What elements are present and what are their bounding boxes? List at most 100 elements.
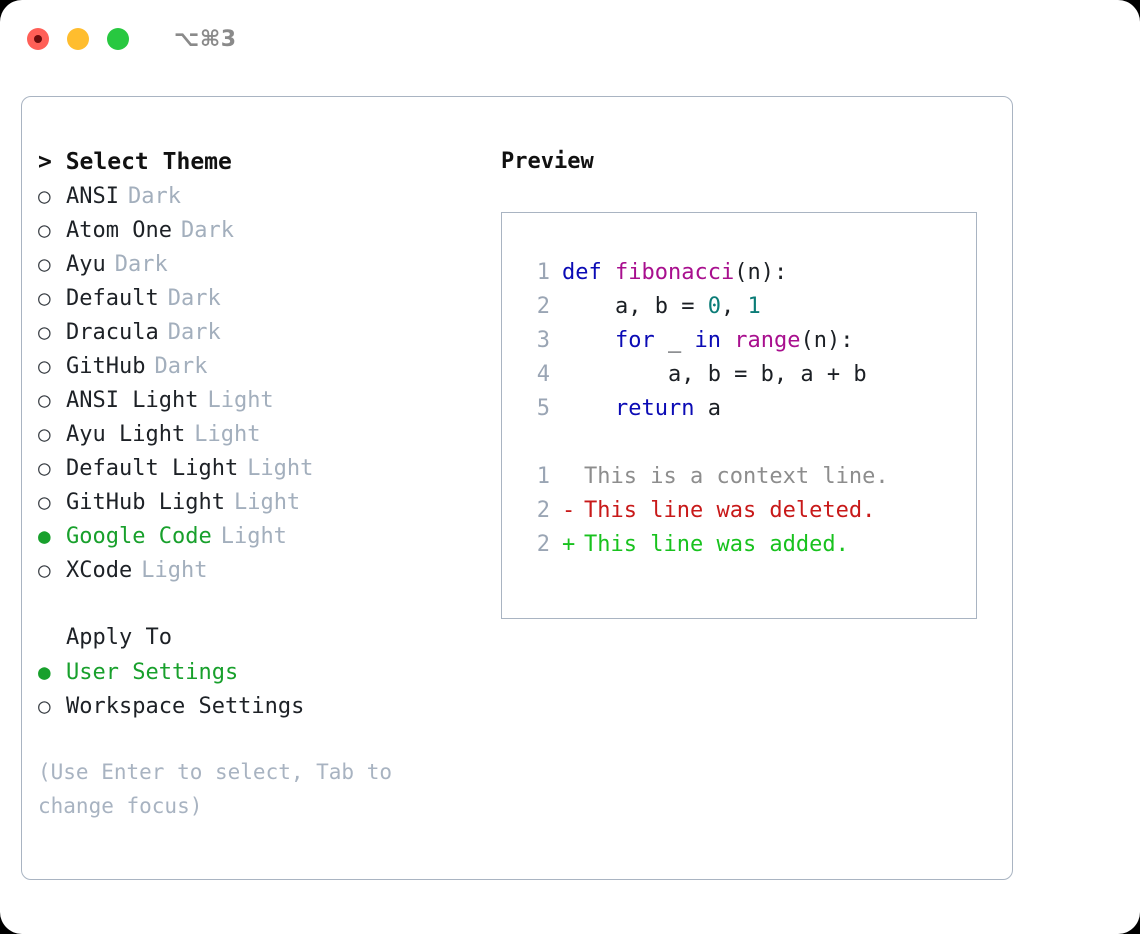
code-token-id: a, b =: [562, 294, 708, 319]
radio-unselected-icon: ○: [38, 218, 51, 242]
code-line-text: return a: [562, 392, 721, 426]
radio-unselected-icon: ○: [38, 286, 51, 310]
code-token-num: 0: [707, 294, 721, 319]
apply-to-label: Apply To: [66, 625, 172, 650]
code-token-pn: (n):: [734, 260, 788, 285]
theme-option-default[interactable]: ○ Default Dark: [38, 281, 468, 315]
diff-line-number: 1: [536, 464, 550, 489]
theme-option-atom-one[interactable]: ○ Atom One Dark: [38, 213, 468, 247]
theme-option-variant-tag: Light: [207, 388, 274, 413]
radio-unselected-icon: ○: [38, 354, 51, 378]
radio-unselected-icon: ○: [38, 184, 51, 208]
code-line-number: 3: [536, 328, 550, 353]
radio-unselected-icon: ○: [38, 252, 51, 276]
theme-option-label: ANSI Light: [66, 388, 199, 413]
code-token-kw: def: [562, 260, 615, 285]
radio-unselected-icon: ○: [38, 320, 51, 344]
list-spacer: [38, 587, 468, 621]
code-token-fn: range: [734, 328, 801, 353]
theme-option-label: Default Light: [66, 456, 239, 481]
radio-unselected-icon: ○: [38, 388, 51, 412]
theme-option-variant-tag: Dark: [167, 320, 221, 345]
theme-option-variant-tag: Light: [233, 490, 301, 515]
diff-line-text: This line was deleted.: [584, 498, 876, 523]
code-line: 3 for _ in range(n):: [520, 324, 970, 358]
close-button-icon[interactable]: [27, 28, 49, 50]
radio-unselected-icon: ○: [38, 558, 51, 582]
code-line: 2 a, b = 0, 1: [520, 290, 970, 324]
theme-option-variant-tag: Dark: [167, 286, 221, 311]
code-token-kw: for: [562, 328, 668, 353]
keyboard-hint-text: (Use Enter to select, Tab to change focu…: [38, 760, 393, 818]
title-bar: ⌥⌘3: [0, 0, 1140, 78]
theme-option-variant-tag: Light: [220, 524, 287, 549]
code-line-text: a, b = b, a + b: [562, 358, 867, 392]
radio-selected-icon: ●: [38, 660, 51, 684]
theme-option-dracula[interactable]: ○ Dracula Dark: [38, 315, 468, 349]
radio-unselected-icon: ○: [38, 490, 51, 514]
theme-option-label: GitHub: [66, 354, 146, 379]
radio-unselected-icon: ○: [38, 456, 51, 480]
code-token-num: 1: [747, 294, 761, 319]
diff-line-ctx: 1 This is a context line.: [520, 460, 970, 494]
code-token-fn: fibonacci: [614, 260, 735, 285]
theme-option-variant-tag: Light: [247, 456, 314, 481]
apply-to-option-label: Workspace Settings: [66, 694, 305, 719]
theme-option-github[interactable]: ○ GitHub Dark: [38, 349, 468, 383]
theme-option-label: Default: [66, 286, 159, 311]
code-line-number: 1: [536, 260, 550, 285]
theme-option-github-light[interactable]: ○ GitHub Light Light: [38, 485, 468, 519]
diff-line-text: This is a context line.: [584, 464, 889, 489]
code-token-pn: (n):: [800, 328, 854, 353]
minimize-button-icon[interactable]: [67, 28, 89, 50]
apply-to-option-label: User Settings: [66, 660, 239, 685]
theme-option-ansi-light[interactable]: ○ ANSI Light Light: [38, 383, 468, 417]
theme-option-default-light[interactable]: ○ Default Light Light: [38, 451, 468, 485]
code-line-text: for _ in range(n):: [562, 324, 853, 358]
code-line-text: a, b = 0, 1: [562, 290, 761, 324]
maximize-button-icon[interactable]: [107, 28, 129, 50]
diff-line-number: 2: [536, 498, 550, 523]
theme-option-label: ANSI: [66, 184, 119, 209]
theme-option-variant-tag: Dark: [180, 218, 234, 243]
diff-sign-marker: -: [562, 498, 576, 523]
code-line-number: 4: [536, 362, 550, 387]
theme-option-label: Dracula: [66, 320, 159, 345]
diff-line-del: 2-This line was deleted.: [520, 494, 970, 528]
diff-line-number: 2: [536, 532, 550, 557]
apply-to-option-list: ● User Settings ○Workspace Settings: [38, 655, 468, 723]
theme-option-variant-tag: Light: [141, 558, 208, 583]
code-diff-gap: [520, 426, 970, 460]
theme-option-label: XCode: [66, 558, 133, 583]
theme-option-label: Ayu Light: [66, 422, 186, 447]
apply-to-option-workspace-settings[interactable]: ○Workspace Settings: [38, 689, 468, 723]
theme-option-label: Google Code: [66, 524, 212, 549]
theme-option-xcode[interactable]: ○ XCode Light: [38, 553, 468, 587]
apply-to-option-user-settings[interactable]: ● User Settings: [38, 655, 468, 689]
theme-option-label: GitHub Light: [66, 490, 225, 515]
theme-option-label: Ayu: [66, 252, 106, 277]
theme-option-label: Atom One: [66, 218, 172, 243]
keyboard-shortcut-label: ⌥⌘3: [174, 26, 237, 52]
theme-option-variant-tag: Dark: [154, 354, 208, 379]
code-line-number: 5: [536, 396, 550, 421]
code-token-id: _: [667, 328, 695, 353]
traffic-light-buttons: [27, 28, 129, 50]
radio-unselected-icon: ○: [38, 422, 51, 446]
diff-line-text: This line was added.: [584, 532, 849, 557]
code-token-id: a: [707, 396, 721, 421]
code-token-pn: ,: [720, 294, 748, 319]
theme-list-title: > Select Theme: [38, 149, 232, 175]
